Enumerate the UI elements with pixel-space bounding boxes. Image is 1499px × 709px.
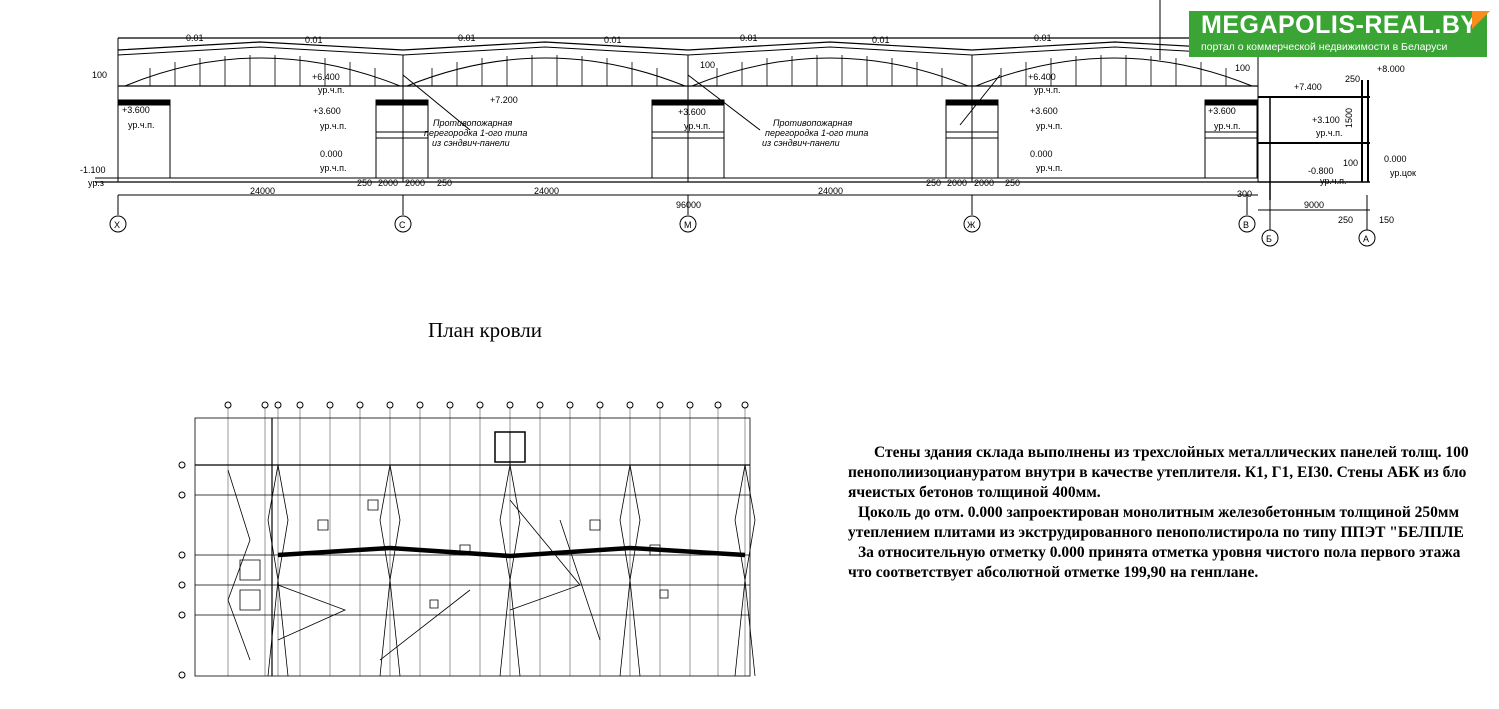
axis-marker-b: Б (1261, 229, 1279, 247)
level-mark: ур.ч.п. (1036, 121, 1062, 131)
dim-small: 2000 (974, 178, 994, 188)
axis-marker-m: М (679, 215, 697, 233)
elevation-3600: +3.600 (122, 105, 150, 115)
dim-100-left: 100 (92, 70, 107, 80)
axis-markers: Х С М Ж В Б А (109, 215, 1376, 247)
level-mark: ур.ч.п. (1320, 176, 1346, 186)
svg-text:С: С (399, 220, 406, 230)
elevation-3600: +3.600 (1208, 106, 1236, 116)
logo-tagline: портал о коммерческой недвижимости в Бел… (1201, 41, 1448, 53)
dim-100-right: 100 (1235, 63, 1250, 73)
level-mark-plinth: ур.цок (1390, 168, 1416, 178)
dim-100: 100 (1343, 158, 1358, 168)
note-line: ячеистых бетонов толщиной 400мм. (848, 484, 1101, 501)
dim-small: 250 (437, 178, 452, 188)
level-mark: ур.ч.п. (318, 85, 344, 95)
slope-label: 0.01 (740, 33, 758, 43)
elevation-3600: +3.600 (678, 107, 706, 117)
svg-text:А: А (1363, 234, 1369, 244)
dim-small: 2000 (947, 178, 967, 188)
dim-24000: 24000 (818, 186, 843, 196)
level-mark: ур.ч.п. (320, 163, 346, 173)
logo-corner-icon (1472, 11, 1490, 29)
dim-300: 300 (1237, 189, 1252, 199)
plan-axis-markers (178, 401, 749, 679)
level-mark: ур.ч.п. (1036, 163, 1062, 173)
partition-note: Противопожарная (433, 118, 512, 128)
elevation-0000: 0.000 (320, 149, 343, 159)
slope-label: 0.01 (186, 33, 204, 43)
level-mark-ground: ур.з (88, 178, 104, 188)
level-mark: ур.ч.п. (320, 121, 346, 131)
building-section (95, 0, 1370, 230)
elevation-6400: +6.400 (1028, 72, 1056, 82)
partition-note: Противопожарная (773, 118, 852, 128)
elevation-3600: +3.600 (313, 106, 341, 116)
level-mark: ур.ч.п. (128, 120, 154, 130)
dim-1500: 1500 (1344, 108, 1354, 128)
slope-label: 0.01 (604, 35, 622, 45)
elevation-minus1100: -1.100 (80, 165, 106, 175)
note-line: За относительную отметку 0.000 принята о… (858, 544, 1461, 561)
elevation-minus800: -0.800 (1308, 166, 1334, 176)
note-line: Стены здания склада выполнены из трехсло… (874, 444, 1469, 461)
building-notes: Стены здания склада выполнены из трехсло… (848, 443, 1499, 583)
partition-note: из сэндвич-панели (432, 138, 510, 148)
slope-label: 0.01 (872, 35, 890, 45)
logo-name: MEGAPOLIS-REAL.BY (1201, 11, 1478, 39)
slope-label: 0.01 (458, 33, 476, 43)
elevation-3100: +3.100 (1312, 115, 1340, 125)
dim-150: 150 (1379, 215, 1394, 225)
note-line: утеплением плитами из экструдированного … (848, 524, 1464, 541)
level-mark: ур.ч.п. (1214, 121, 1240, 131)
site-watermark-logo[interactable]: MEGAPOLIS-REAL.BY портал о коммерческой … (1189, 11, 1487, 57)
elevation-0000-right: 0.000 (1384, 154, 1407, 164)
dim-total: 96000 (676, 200, 701, 210)
dim-small: 250 (357, 178, 372, 188)
roof-plan-title: План кровли (428, 318, 543, 342)
elevation-3600: +3.600 (1030, 106, 1058, 116)
partition-note: перегородка 1-ого типа (424, 128, 527, 138)
axis-marker-s: С (394, 215, 412, 233)
note-line: Цоколь до отм. 0.000 запроектирован моно… (858, 504, 1460, 521)
partition-note: перегородка 1-ого типа (765, 128, 868, 138)
dim-250-bottom: 250 (1338, 215, 1353, 225)
svg-text:Б: Б (1266, 234, 1272, 244)
elevation-8000: +8.000 (1377, 64, 1405, 74)
dim-small: 250 (926, 178, 941, 188)
dim-9000: 9000 (1304, 200, 1324, 210)
axis-marker-v: В (1238, 215, 1256, 233)
axis-marker-zh: Ж (963, 215, 981, 233)
elevation-7200: +7.200 (490, 95, 518, 105)
axis-marker-x: Х (109, 215, 127, 233)
slope-label: 0.01 (305, 35, 323, 45)
level-mark: ур.ч.п. (684, 121, 710, 131)
dim-24000: 24000 (534, 186, 559, 196)
level-mark: ур.ч.п. (1034, 85, 1060, 95)
elevation-7400: +7.400 (1294, 82, 1322, 92)
slope-label: 0.01 (1034, 33, 1052, 43)
svg-text:М: М (684, 220, 692, 230)
note-line: пенополиизоциануратом внутри в качестве … (848, 464, 1467, 481)
dim-250: 250 (1345, 74, 1360, 84)
partition-note: из сэндвич-панели (762, 138, 840, 148)
elevation-0000: 0.000 (1030, 149, 1053, 159)
roof-plan (194, 408, 756, 677)
note-line: что соответствует абсолютной отметке 199… (848, 564, 1259, 581)
axis-marker-a: А (1358, 229, 1376, 247)
elevation-6400: +6.400 (312, 72, 340, 82)
svg-text:Х: Х (114, 220, 120, 230)
section-labels: 0.01 0.01 0.01 0.01 0.01 0.01 0.01 100 1… (80, 33, 1416, 225)
svg-text:Ж: Ж (967, 220, 976, 230)
level-mark: ур.ч.п. (1316, 128, 1342, 138)
dim-small: 2000 (378, 178, 398, 188)
dim-24000: 24000 (250, 186, 275, 196)
svg-text:В: В (1243, 220, 1249, 230)
dim-small: 2000 (405, 178, 425, 188)
dim-100-mid: 100 (700, 60, 715, 70)
dim-small: 250 (1005, 178, 1020, 188)
